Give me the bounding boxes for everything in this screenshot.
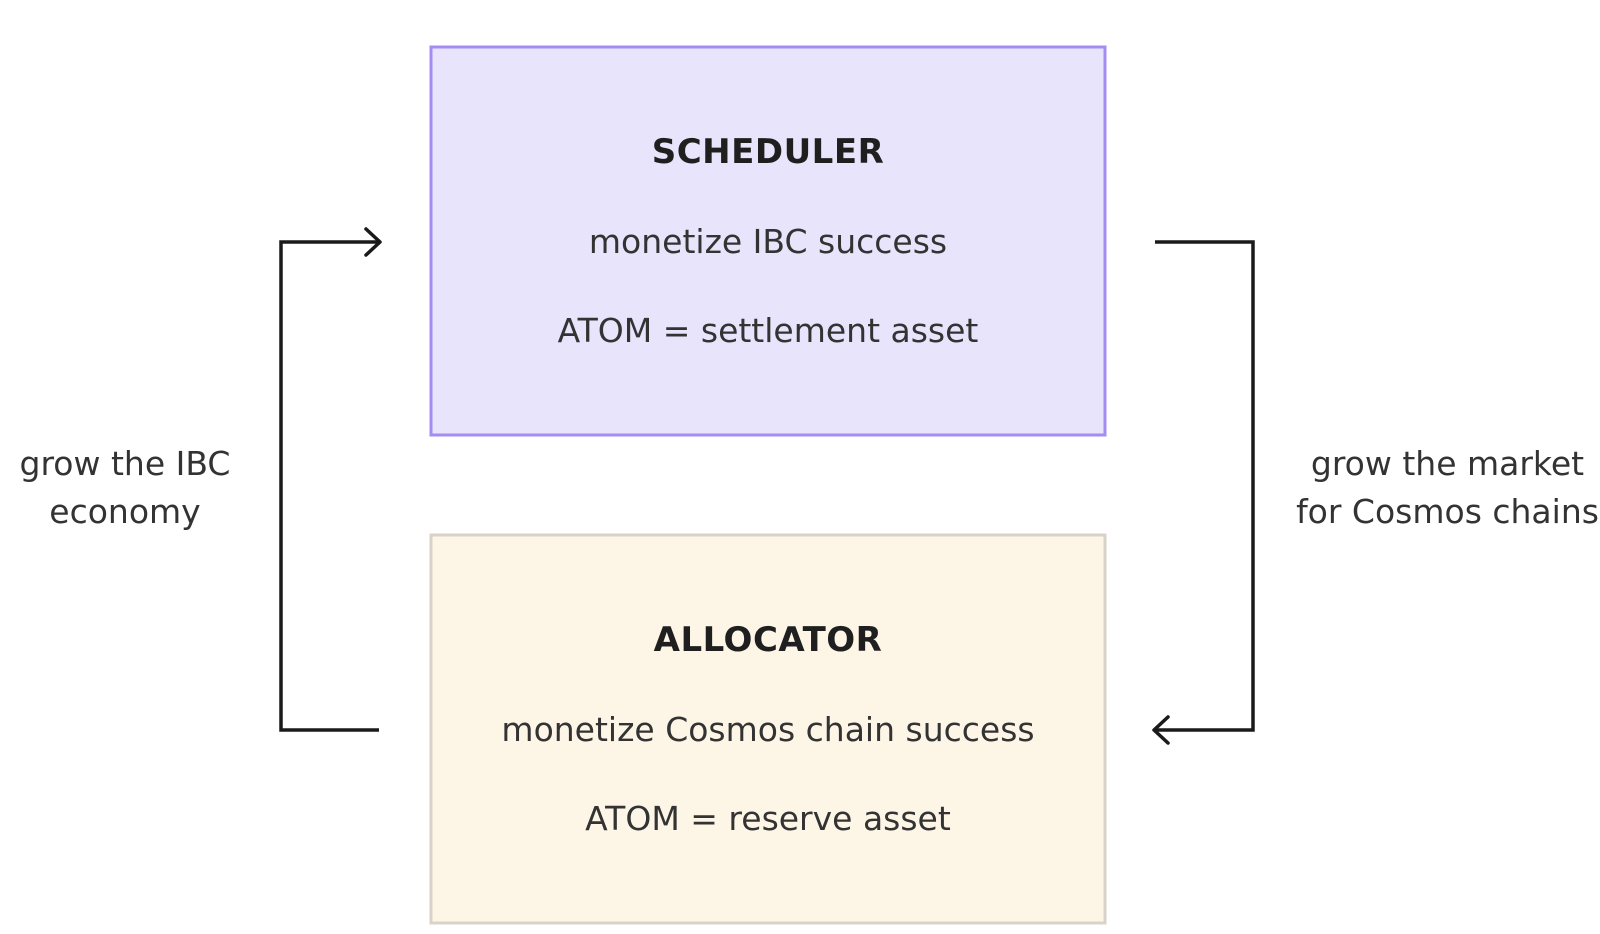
scheduler-box-shape <box>429 45 1107 437</box>
right-label-line-2: for Cosmos chains <box>1296 492 1599 531</box>
right-label-line-1: grow the market <box>1310 444 1585 483</box>
left-connector-line <box>279 240 379 732</box>
left-feedback-arrow <box>279 227 382 732</box>
scheduler-box: SCHEDULER monetize IBC success ATOM = se… <box>431 47 1105 435</box>
allocator-line-1: monetize Cosmos chain success <box>501 710 1035 749</box>
allocator-box-shape <box>429 533 1107 925</box>
arrow-left-icon <box>1152 715 1170 745</box>
left-side-label: grow the IBC economy <box>0 440 250 536</box>
left-label-line-1: grow the IBC <box>19 444 231 483</box>
arrow-right-icon <box>364 227 382 257</box>
allocator-title: ALLOCATOR <box>653 620 883 660</box>
scheduler-title: SCHEDULER <box>651 132 885 172</box>
right-side-label: grow the market for Cosmos chains <box>1295 440 1600 536</box>
allocator-line-2: ATOM = reserve asset <box>585 799 951 838</box>
allocator-box: ALLOCATOR monetize Cosmos chain success … <box>431 535 1105 923</box>
scheduler-line-1: monetize IBC success <box>588 222 948 261</box>
left-label-line-2: economy <box>49 492 201 531</box>
scheduler-line-2: ATOM = settlement asset <box>557 311 979 350</box>
right-connector-line <box>1154 240 1255 732</box>
right-feedback-arrow <box>1152 240 1255 745</box>
